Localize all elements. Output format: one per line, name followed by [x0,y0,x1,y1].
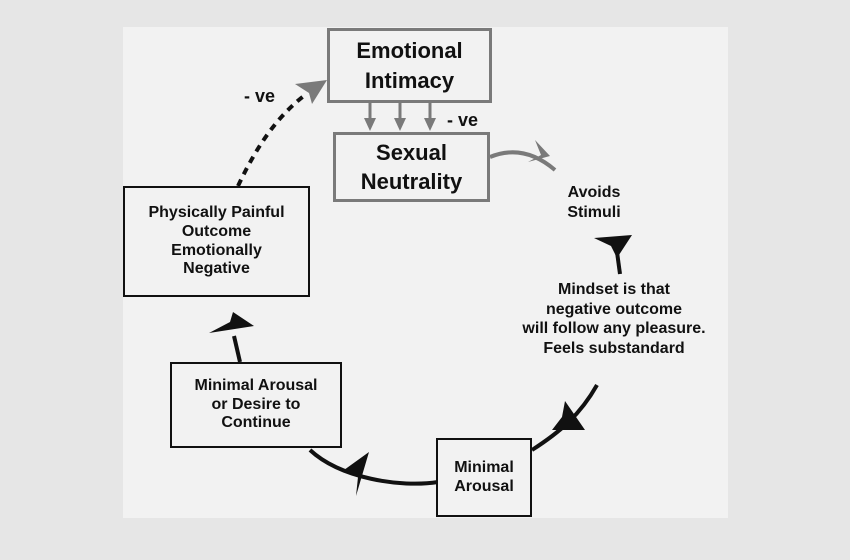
mindset-label: Mindset is that negative outcome will fo… [495,280,733,358]
minimal-arousal-line-2: Arousal [454,477,514,495]
minimal-arousal-desire-line-1: Minimal Arousal [194,376,318,394]
minimal-arousal-box: Minimal Arousal [436,438,532,517]
painful-outcome-box: Physically Painful Outcome Emotionally N… [123,186,310,297]
avoids-stimuli-label: Avoids Stimuli [544,183,644,222]
emotional-intimacy-box: Emotional Intimacy [327,28,492,103]
intimacy-to-neutrality-arrows [364,102,436,131]
painful-outcome-line-1: Physically Painful [148,203,285,221]
intimacy-negative-label: - ve [447,110,479,130]
painful-outcome-line-4: Negative [183,260,250,278]
sexual-neutrality-line-2: Neutrality [360,169,463,194]
emotional-intimacy-line-2: Intimacy [364,67,455,93]
sexual-neutrality-box: Sexual Neutrality [333,132,490,202]
feedback-arrowhead [295,80,327,104]
cycle-arrowheads [209,235,632,496]
neutrality-to-avoids-arc [489,150,557,172]
mindset-line-1: Mindset is that [557,281,670,298]
sexual-neutrality-line-1: Sexual [376,139,447,165]
avoids-stimuli-line-2: Stimuli [567,203,621,221]
minimal-arousal-desire-box: Minimal Arousal or Desire to Continue [170,362,342,448]
minimal-arousal-desire-line-2: or Desire to [211,395,301,413]
painful-outcome-line-2: Outcome [181,222,252,240]
avoids-stimuli-line-1: Avoids [567,184,621,201]
minimal-arousal-desire-line-3: Continue [221,414,291,432]
minimal-arousal-line-1: Minimal [454,458,514,476]
emotional-intimacy-line-1: Emotional [356,38,463,64]
painful-outcome-line-3: Emotionally [171,241,262,259]
mindset-line-2: negative outcome [545,300,683,318]
feedback-dashed-line [236,93,307,187]
feedback-negative-label: - ve [244,86,276,106]
arc-arrowhead-gray [528,140,550,162]
mindset-line-3: will follow any pleasure. [522,320,706,338]
mindset-line-4: Feels substandard [543,339,685,357]
